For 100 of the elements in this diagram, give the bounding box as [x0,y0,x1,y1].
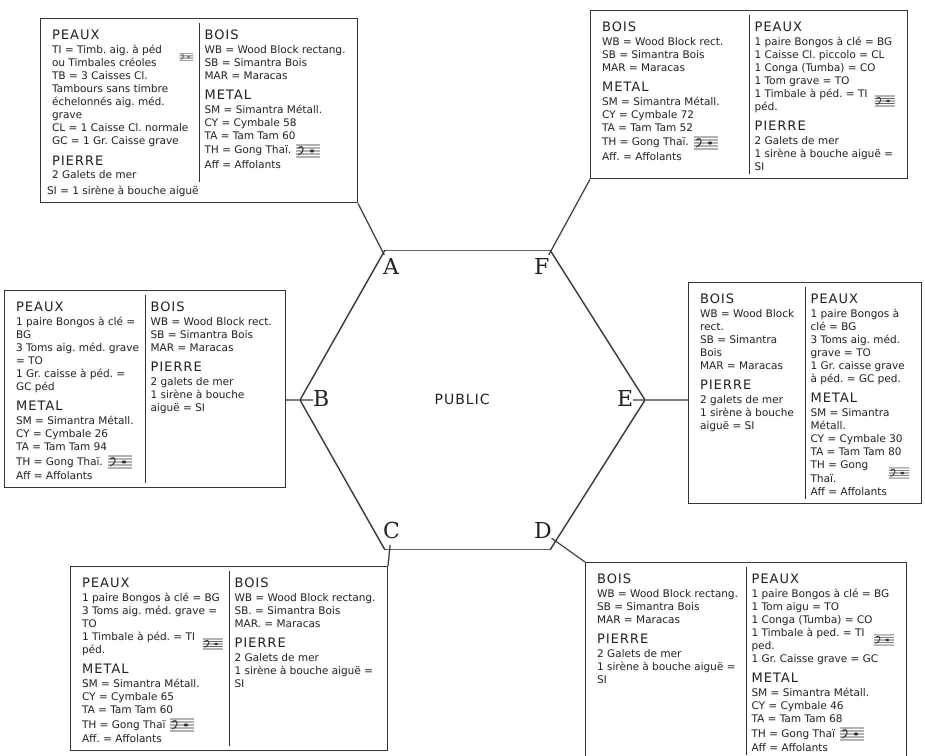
instrument-entry: SM = Simantra Métall. [752,686,870,700]
instrument-entry: MAR = Maracas [602,62,686,75]
section-heading: PEAUX [752,572,801,588]
leader-line [548,179,591,256]
instrument-entry: TH = Gong Thaï [752,728,835,741]
instrument-entry: TI = Timb. aig. à péd ou Timbales créoles [52,44,163,70]
instrument-list-box [70,566,388,752]
instrument-list-box [688,282,922,504]
instrument-entry: CY = Cymbale 30 [810,433,904,446]
vertex-letter: A [383,255,399,281]
instrument-entry: Aff. = Affolants [82,733,163,746]
instrument-entry: WB = Wood Block rectang. [234,592,376,605]
vertex-letter: B [313,387,330,413]
instrument-entry: 1 sirène à bouche aiguë = SI [754,148,894,174]
instrument-entry: CY = Cymbale 65 [82,690,175,704]
section-heading: METAL [82,662,130,678]
instrument-entry: MAR = Maracas [700,360,784,374]
instrument-entry: MAR = Maracas [204,70,288,83]
instrument-entry: 2 Galets de mer [234,652,320,665]
section-heading: PIERRE [150,360,204,376]
leader-line [357,203,385,256]
instrument-entry: TH = Gong Thaï. [810,459,870,486]
instrument-entry: 1 Caisse Cl. piccolo = CL [754,48,886,62]
instrument-entry: 2 Galets de mer [597,648,682,661]
leader-line [387,544,391,566]
section-heading: PIERRE [754,119,808,135]
section-heading: BOIS [700,292,736,308]
instrument-entry: WB = Wood Block rect. [150,316,273,329]
instrument-entry: 1 paire Bongos à clé = BG [16,316,136,342]
instrument-entry: SB = Simantra Bois [700,334,778,360]
instrument-entry: TH = Gong Thaï. [602,136,689,150]
section-heading: PIERRE [597,632,650,648]
section-heading: BOIS [150,300,187,316]
section-heading: BOIS [204,28,241,44]
instrument-entry: WB = Wood Block rectang. [204,44,346,57]
instrument-entry: 1 paire Bongos à clé = BG [82,592,221,605]
instrument-list-box [590,10,908,180]
vertex-letter: E [617,387,634,413]
instrument-entry: TB = 3 Caisses Cl. Tambours sans timbre échelonnés aig. méd. grave [52,70,170,122]
instrument-entry: TA = Tam Tam 68 [752,713,844,726]
instrument-entry: 1 paire Bongos à clé = BG [752,588,890,601]
instrument-entry: 1 Gr. caisse grave à péd. = GC ped. [810,360,906,386]
section-heading: METAL [752,671,800,687]
leader-line [551,538,586,563]
instrument-entry: MAR = Maracas [150,342,234,355]
instrument-entry: SI = 1 sirène à bouche aiguë [47,185,200,198]
instrument-entry: GC = 1 Gr. Caisse grave [52,135,180,149]
instrument-entry: WB = Wood Block rectang. [597,588,739,601]
instrument-entry: 1 Conga (Tumba) = CO [752,614,874,627]
instrument-entry: 2 galets de mer [150,376,234,389]
instrument-entry: CL = 1 Caisse Cl. normale [52,122,190,136]
section-heading: PEAUX [82,576,132,592]
instrument-entry: 1 sirène à bouche aiguë = SI [700,406,795,434]
instrument-entry: 2 galets de mer [700,394,784,407]
instrument-entry: SM = Simantra Métall. [204,104,324,117]
instrument-entry: 1 Tom grave = TO [754,74,850,88]
section-heading: PIERRE [700,378,754,394]
section-heading: PEAUX [52,28,102,44]
instrument-entry: CY = Cymbale 58 [204,116,298,130]
instrument-entry: SM = Simantra Métall. [82,678,201,691]
instrument-entry: 1 Gr. caisse à péd. = GC péd [16,368,126,394]
instrument-entry: TA = Tam Tam 94 [16,441,108,454]
instrument-entry: WB = Wood Block rect. [700,308,796,334]
leader-line [633,399,688,401]
vertex-letter: D [534,519,552,545]
instrument-entry: 3 Toms aig. méd. grave = TO [82,604,218,631]
instrument-entry: Aff = Affolants [16,470,94,484]
instrument-entry: SB = Simantra Bois [597,600,700,614]
section-heading: PEAUX [754,20,804,36]
vertex-letter: F [534,255,550,281]
instrument-entry: 1 sirène à bouche aiguë = SI [597,660,736,687]
instrument-list-box [585,562,907,756]
section-heading: BOIS [602,20,638,36]
hexagon [300,250,645,550]
instrument-entry: 1 Gr. Caisse grave = GC [752,653,880,666]
instrument-entry: TA = Tam Tam 80 [810,446,902,460]
instrument-entry: 1 Conga (Tumba) = CO [754,62,876,75]
section-heading: BOIS [597,572,634,588]
section-heading: METAL [602,80,650,96]
instrument-entry: 1 Tom aigu = TO [752,600,840,614]
instrument-entry: 1 sirène à bouche aiguë = SI [150,388,246,415]
instrument-entry: Aff = Affolants [810,486,888,499]
instrument-entry: 1 sirène à bouche aiguë = SI [234,664,374,691]
section-heading: METAL [810,391,859,407]
instrument-entry: TH = Gong Thaï. [16,456,103,469]
section-heading: PEAUX [810,292,860,308]
instrument-entry: TA = Tam Tam 52 [602,122,694,135]
instrument-entry: CY = Cymbale 26 [16,428,109,442]
instrument-entry: 3 Toms aig. méd. grave = TO [16,342,140,368]
instrument-entry: CY = Cymbale 46 [752,700,844,714]
instrument-entry: 3 Toms aig. méd. grave = TO [810,334,901,360]
instrument-entry: WB = Wood Block rect. [602,36,724,49]
hall-label: PUBLIC [434,392,490,408]
instrument-entry: Aff. = Affolants [602,150,683,164]
instrument-entry: SB = Simantra Bois [602,48,706,62]
instrument-entry: SB = Simantra Bois [204,56,308,70]
instrument-entry: 1 Timbale à péd. = TI péd. [82,630,196,658]
instrument-entry: SB. = Simantra Bois [234,604,342,618]
section-heading: PIERRE [234,636,288,652]
instrument-entry: 1 paire Bongos à clé = BG [754,36,894,49]
